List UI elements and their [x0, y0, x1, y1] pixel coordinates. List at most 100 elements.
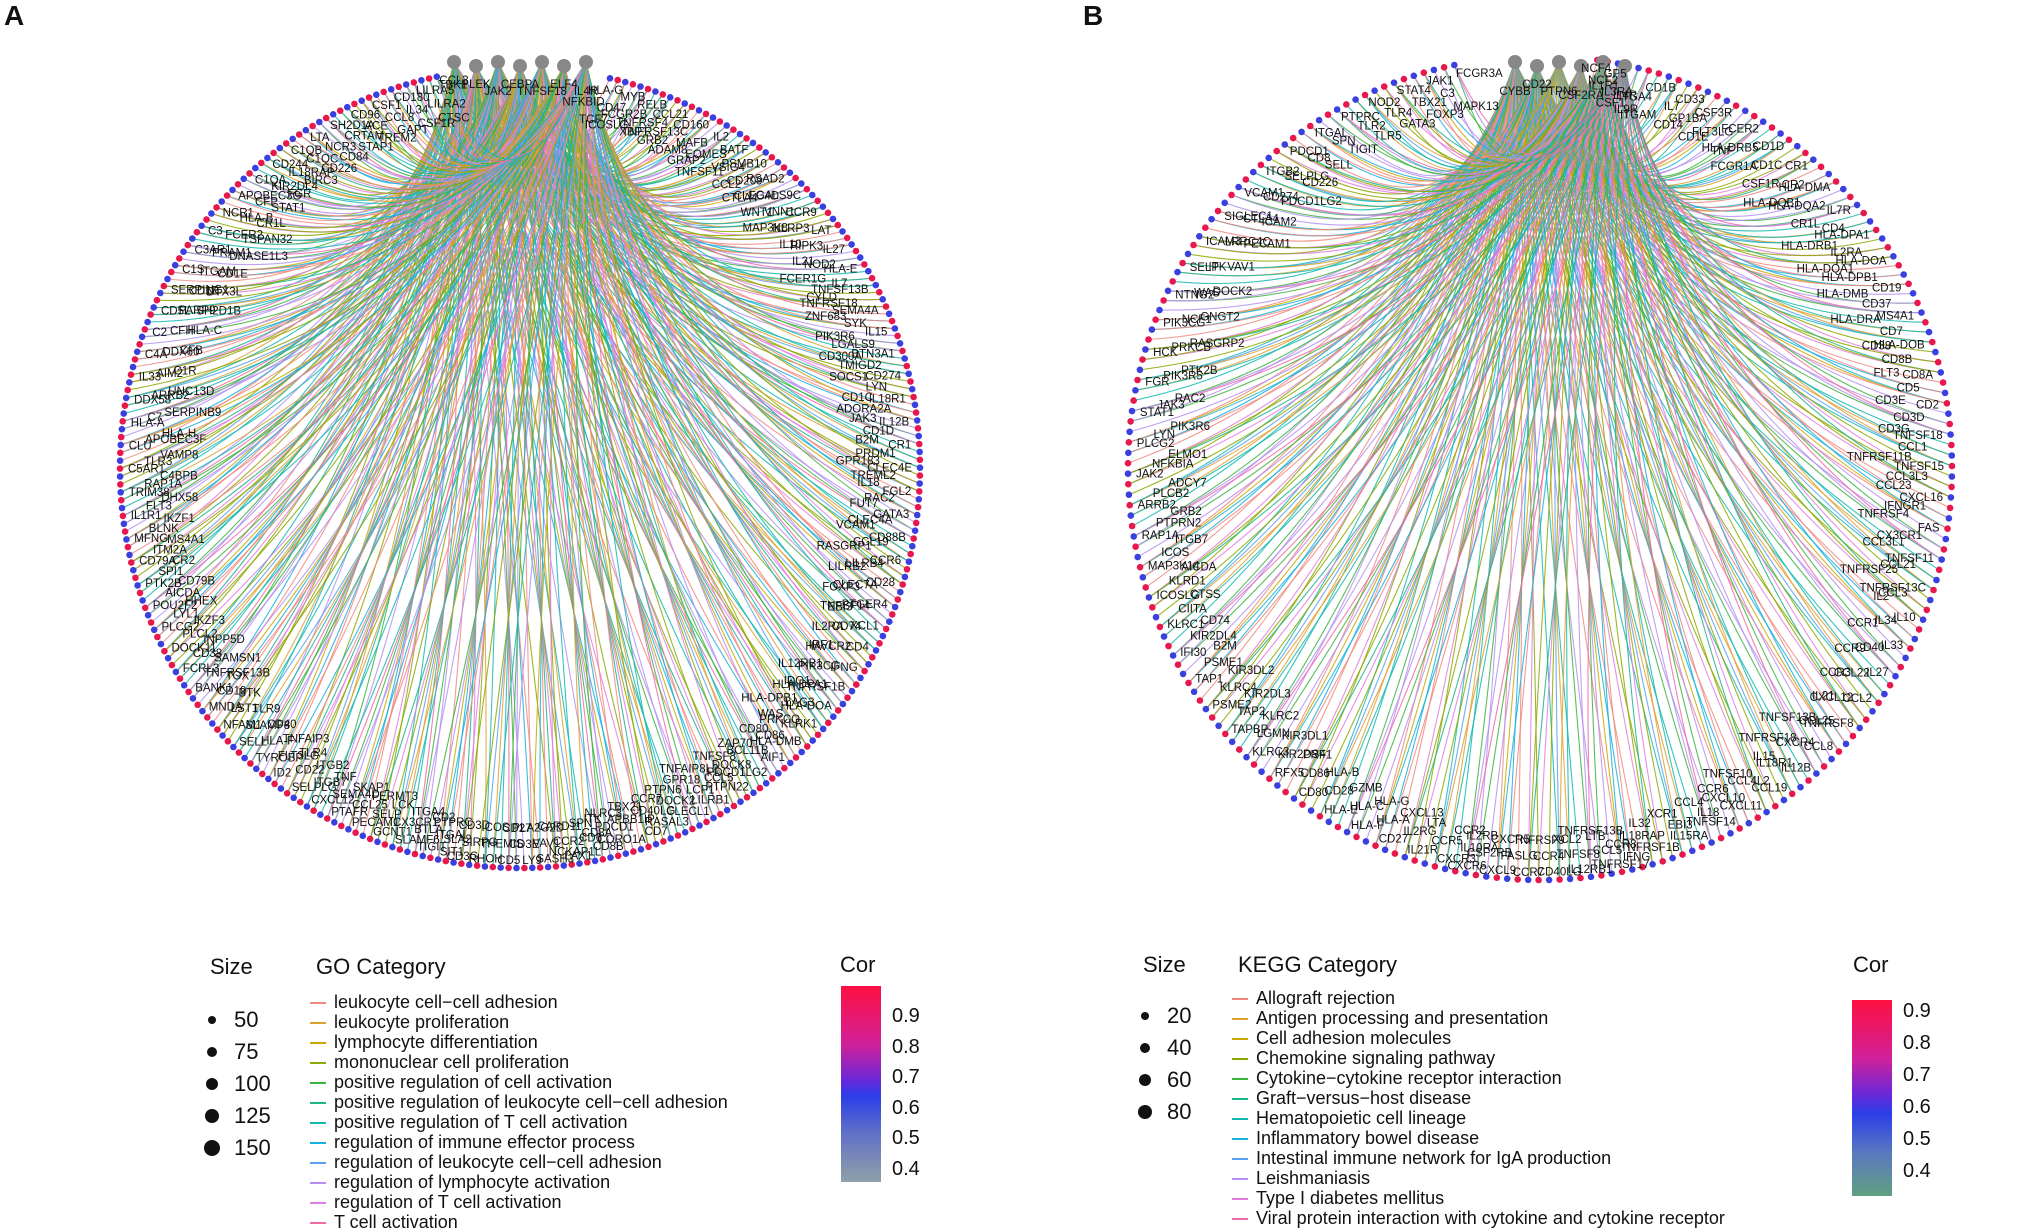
gene-label: TAP1: [1195, 674, 1223, 686]
gene-node: [1938, 556, 1945, 563]
gene-node: [882, 625, 890, 633]
gene-node: [1742, 107, 1749, 115]
gene-label: CD74: [832, 621, 862, 633]
gene-label: PTK2B: [1181, 365, 1218, 377]
gene-node: [775, 770, 782, 777]
gene-label: IL7: [831, 278, 847, 290]
gene-node: [147, 619, 155, 626]
gene-node: [213, 204, 220, 211]
gene-label: APOBEC3G: [238, 191, 301, 203]
chord-link: [1128, 61, 1560, 443]
gene-node: [876, 640, 883, 647]
gene-node: [1361, 91, 1369, 99]
category-legend-label: mononuclear cell proliferation: [334, 1052, 570, 1072]
category-swatch: [310, 1222, 326, 1224]
gene-node: [1411, 857, 1418, 864]
gene-label: GP1BA: [1669, 113, 1708, 125]
gene-node: [168, 268, 175, 276]
gene-node: [804, 743, 811, 750]
chord-link: [413, 61, 587, 162]
chord-link: [120, 61, 587, 446]
gene-node: [1772, 802, 1779, 810]
gene-label: CCR7: [1513, 867, 1544, 879]
gene-node: [322, 114, 330, 122]
gene-label: XCL1: [850, 621, 879, 633]
chord-link: [1602, 61, 1945, 550]
category-legend-label: Chemokine signaling pathway: [1256, 1048, 1496, 1068]
gene-label: HAVCR2: [805, 641, 851, 653]
category-swatch: [1232, 1018, 1248, 1020]
chord-link: [1433, 65, 1582, 159]
gene-label: C7: [148, 412, 163, 424]
gene-label: RASGRP2: [1190, 338, 1245, 350]
gene-label: CD180: [394, 92, 430, 104]
gene-node: [1127, 418, 1134, 425]
gene-node: [1909, 290, 1917, 297]
gene-label: MAPK13: [1453, 101, 1498, 113]
gene-node: [1802, 149, 1809, 157]
gene-node: [404, 848, 411, 856]
gene-node: [1372, 842, 1379, 849]
gene-node: [1290, 795, 1298, 802]
gene-node: [1214, 207, 1222, 215]
chord-link: [1364, 61, 1516, 168]
gene-node: [1391, 850, 1399, 857]
gene-label: IL32: [1628, 818, 1650, 830]
chord-link: [1309, 61, 1560, 182]
gene-node: [230, 743, 237, 751]
gene-label: CR2: [172, 555, 195, 567]
gene-label: IL33: [139, 372, 161, 384]
chord-link: [1336, 65, 1626, 176]
gene-node: [1343, 101, 1350, 108]
cor-tick-label: 0.5: [892, 1127, 920, 1149]
chord-link: [249, 65, 565, 764]
gene-node: [317, 811, 324, 818]
chord-link: [1393, 65, 1626, 164]
category-swatch: [1232, 1198, 1248, 1200]
gene-node: [344, 103, 351, 111]
gene-node: [1914, 299, 1921, 307]
gene-node: [1221, 199, 1228, 207]
gene-node: [576, 860, 583, 867]
gene-node: [1840, 185, 1847, 193]
gene-node: [1856, 724, 1863, 732]
gene-label: CFP: [255, 196, 278, 208]
category-legend-label: regulation of T cell activation: [334, 1192, 562, 1212]
gene-label: GPR18: [663, 775, 701, 787]
gene-label: SPI1: [158, 566, 183, 578]
gene-node: [915, 496, 923, 503]
category-legend-label: positive regulation of T cell activation: [334, 1112, 628, 1132]
size-legend-label: 60: [1167, 1067, 1192, 1092]
chord-link: [306, 65, 565, 807]
category-legend-item: regulation of immune effector process: [306, 1132, 728, 1152]
gene-node: [1780, 796, 1788, 804]
gene-label: CD1D: [863, 426, 894, 438]
gene-label: AIM2: [156, 368, 183, 380]
gene-label: HLA-DMA: [1779, 182, 1831, 194]
gene-label: TLR5: [1374, 130, 1402, 142]
gene-node: [1629, 866, 1636, 873]
gene-node: [848, 687, 856, 695]
gene-label: LY9: [522, 855, 542, 867]
gene-label: NCF1: [1182, 314, 1212, 326]
chord-link: [1276, 65, 1582, 786]
gene-label: CCR2: [1454, 825, 1485, 837]
gene-node: [1945, 410, 1952, 418]
gene-label: EBI3: [827, 601, 852, 613]
gene-node: [606, 75, 614, 82]
gene-label: CD2: [432, 812, 455, 824]
gene-node: [277, 785, 285, 792]
gene-node: [1849, 732, 1857, 740]
gene-node: [1420, 69, 1428, 76]
chord-link: [1393, 65, 1538, 164]
gene-node: [133, 348, 141, 356]
gene-label: TNFRSF13C: [622, 127, 688, 139]
gene-node: [1266, 775, 1273, 782]
gene-label: ELF4: [550, 79, 578, 91]
gene-label: PLCG2: [1137, 438, 1175, 450]
gene-node: [1948, 452, 1956, 459]
gene-node: [907, 550, 914, 558]
gene-label: PIK3CG: [1163, 318, 1205, 330]
category-legend-label: Type I diabetes mellitus: [1256, 1188, 1445, 1208]
